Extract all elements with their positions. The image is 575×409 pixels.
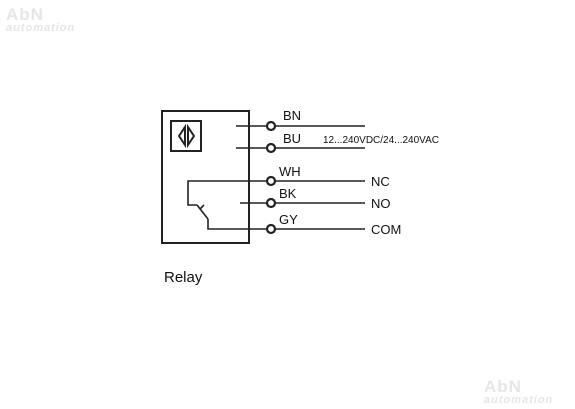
terminal-gy <box>265 223 277 235</box>
supply-voltage-label: 12...240VDC/24...240VAC <box>323 135 439 146</box>
label-wh: WH <box>279 164 301 179</box>
terminal-bk <box>265 197 277 209</box>
watermark-brand: AbN <box>6 5 44 24</box>
label-gy: GY <box>279 212 298 227</box>
proximity-sensor-icon <box>170 120 202 152</box>
relay-contact-symbol <box>187 180 271 230</box>
terminal-bn <box>265 120 277 132</box>
function-nc: NC <box>371 174 390 189</box>
label-bu: BU <box>283 131 301 146</box>
terminal-wh <box>265 175 277 187</box>
label-bk: BK <box>279 186 297 201</box>
function-no: NO <box>371 196 391 211</box>
watermark-bottom-logo: AbN automation <box>484 378 553 406</box>
terminal-bu <box>265 142 277 154</box>
watermark-subtitle: automation <box>484 394 554 406</box>
watermark-top-logo: AbN automation <box>6 6 75 34</box>
sensor-housing-box <box>161 110 250 244</box>
watermark-subtitle: automation <box>6 22 76 34</box>
function-com: COM <box>371 222 401 237</box>
diagram-caption: Relay <box>164 269 203 286</box>
label-bn: BN <box>283 108 301 123</box>
watermark-brand: AbN <box>484 377 522 396</box>
